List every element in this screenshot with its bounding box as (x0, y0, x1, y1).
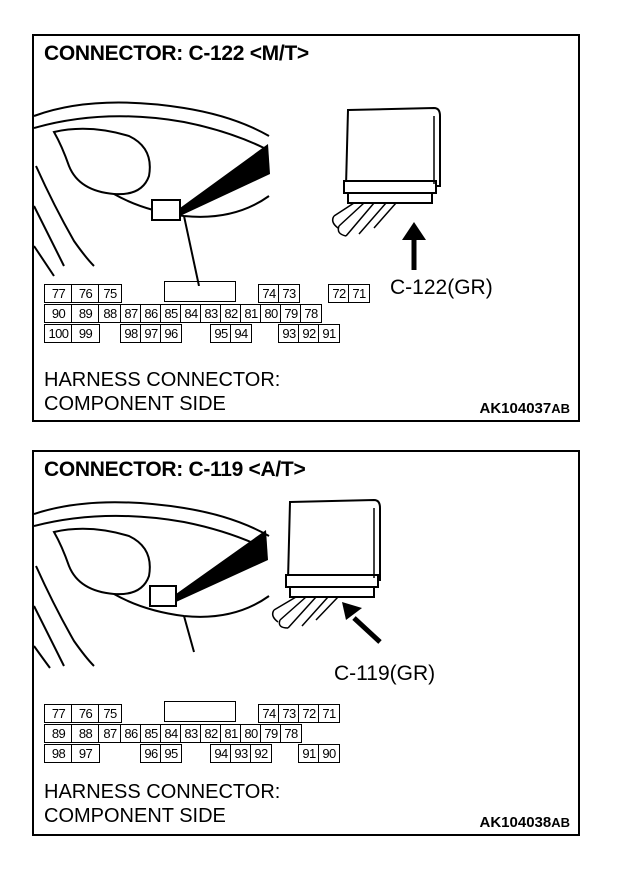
terminal-cell: 89 (44, 724, 73, 743)
terminal-cell: 81 (220, 724, 242, 743)
terminal-cell: 71 (318, 704, 340, 723)
terminal-cell: 97 (140, 324, 162, 343)
connector-key-slot (164, 701, 236, 722)
terminal-cell: 100 (44, 324, 73, 343)
terminal-cell: 89 (71, 304, 100, 323)
panel-title: CONNECTOR: C-119 <A/T> (44, 458, 306, 481)
terminal-cell: 73 (278, 284, 300, 303)
terminal-cell: 78 (280, 724, 302, 743)
terminal-cell: 80 (240, 724, 262, 743)
connector-panel-c122: CONNECTOR: C-122 <M/T> (32, 34, 580, 422)
caption-line-2: COMPONENT SIDE (44, 805, 226, 827)
figure-code-main: AK104037 (479, 400, 552, 417)
terminal-cell: 96 (160, 324, 182, 343)
terminal-cell: 98 (120, 324, 142, 343)
terminal-cell: 99 (71, 324, 100, 343)
terminal-cell: 76 (71, 284, 100, 303)
terminal-cell: 76 (71, 704, 100, 723)
terminal-cell: 85 (140, 724, 162, 743)
terminal-cell: 95 (160, 744, 182, 763)
terminal-cell: 75 (98, 284, 122, 303)
terminal-cell: 85 (160, 304, 182, 323)
terminal-cell: 96 (140, 744, 162, 763)
figure-code: AK104037AB (480, 400, 571, 417)
terminal-cell: 73 (278, 704, 300, 723)
dashboard-illustration (34, 101, 441, 286)
terminal-cell: 90 (318, 744, 340, 763)
caption-line-2: COMPONENT SIDE (44, 393, 226, 415)
terminal-cell: 84 (180, 304, 202, 323)
caption-line-1: HARNESS CONNECTOR: (44, 781, 281, 803)
terminal-cell: 80 (260, 304, 282, 323)
terminal-cell: 83 (180, 724, 202, 743)
figure-code: AK104038AB (480, 814, 571, 831)
terminal-cell: 94 (230, 324, 252, 343)
terminal-cell: 87 (98, 724, 122, 743)
terminal-cell: 93 (230, 744, 252, 763)
terminal-cell: 79 (260, 724, 282, 743)
connector-label: C-119(GR) (334, 662, 436, 685)
terminal-cell: 84 (160, 724, 182, 743)
terminal-cell: 74 (258, 284, 280, 303)
terminal-cell: 72 (298, 704, 320, 723)
terminal-cell: 86 (140, 304, 162, 323)
terminal-cell: 91 (318, 324, 340, 343)
terminal-cell: 77 (44, 284, 73, 303)
terminal-cell: 88 (98, 304, 122, 323)
terminal-cell: 78 (300, 304, 322, 323)
terminal-cell: 75 (98, 704, 122, 723)
terminal-cell: 90 (44, 304, 73, 323)
terminal-cell: 81 (240, 304, 262, 323)
terminal-cell: 83 (200, 304, 222, 323)
terminal-cell: 88 (71, 724, 100, 743)
terminal-cell: 97 (71, 744, 100, 763)
panel-title: CONNECTOR: C-122 <M/T> (44, 42, 309, 65)
terminal-cell: 95 (210, 324, 232, 343)
terminal-cell: 82 (200, 724, 222, 743)
harness-caption: HARNESS CONNECTOR: COMPONENT SIDE (44, 780, 280, 828)
terminal-cell: 92 (250, 744, 272, 763)
terminal-cell: 92 (298, 324, 320, 343)
connector-panel-c119: CONNECTOR: C-119 <A/T> C-119(GR) (32, 450, 580, 836)
terminal-cell: 86 (120, 724, 142, 743)
figure-code-suffix: AB (551, 401, 570, 416)
terminal-cell: 72 (328, 284, 350, 303)
terminal-cell: 82 (220, 304, 242, 323)
terminal-cell: 98 (44, 744, 73, 763)
terminal-cell: 74 (258, 704, 280, 723)
terminal-cell: 93 (278, 324, 300, 343)
harness-caption: HARNESS CONNECTOR: COMPONENT SIDE (44, 368, 280, 416)
terminal-cell: 94 (210, 744, 232, 763)
dashboard-illustration (34, 498, 382, 669)
figure-code-main: AK104038 (479, 814, 552, 831)
caption-line-1: HARNESS CONNECTOR: (44, 369, 281, 391)
connector-label: C-122(GR) (390, 276, 493, 299)
terminal-cell: 77 (44, 704, 73, 723)
terminal-cell: 87 (120, 304, 142, 323)
terminal-cell: 71 (348, 284, 370, 303)
terminal-cell: 91 (298, 744, 320, 763)
terminal-cell: 79 (280, 304, 302, 323)
connector-key-slot (164, 281, 236, 302)
figure-code-suffix: AB (551, 815, 570, 830)
